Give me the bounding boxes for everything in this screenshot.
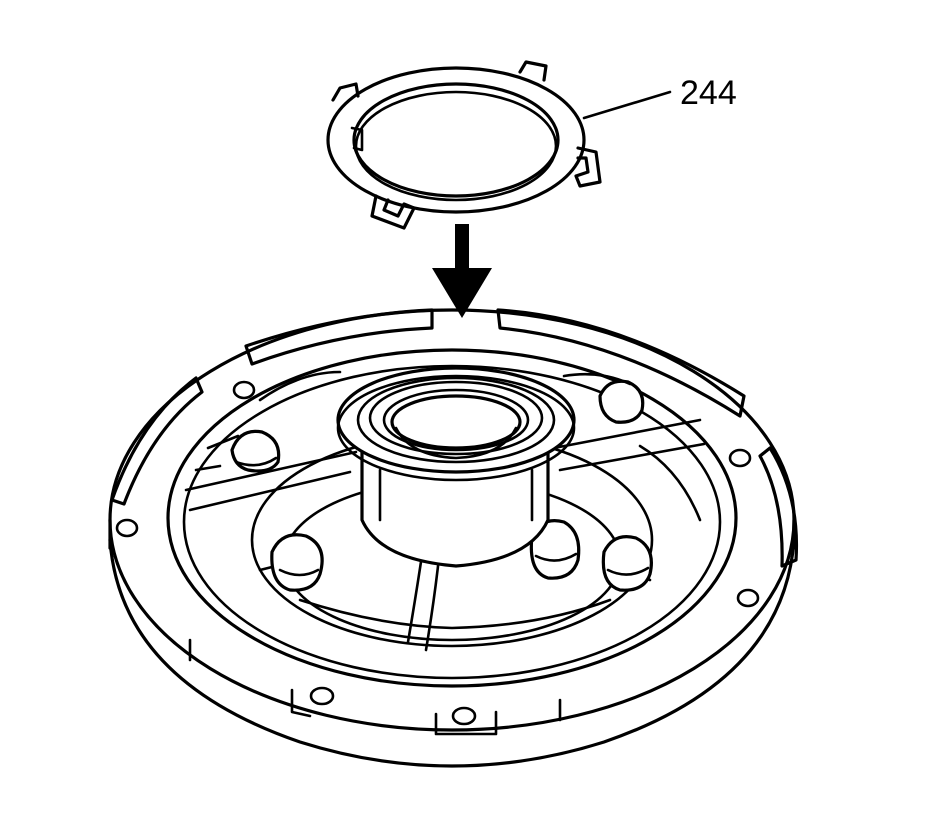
boss — [270, 533, 324, 592]
boss — [529, 519, 581, 580]
boss — [598, 379, 645, 424]
callout-244: 244 — [582, 74, 737, 120]
callout-label: 244 — [680, 74, 737, 112]
pump-housing — [108, 308, 799, 768]
retainer-ring — [326, 60, 602, 230]
boss — [230, 429, 281, 473]
install-direction-arrow — [432, 224, 492, 318]
boss — [601, 535, 653, 592]
